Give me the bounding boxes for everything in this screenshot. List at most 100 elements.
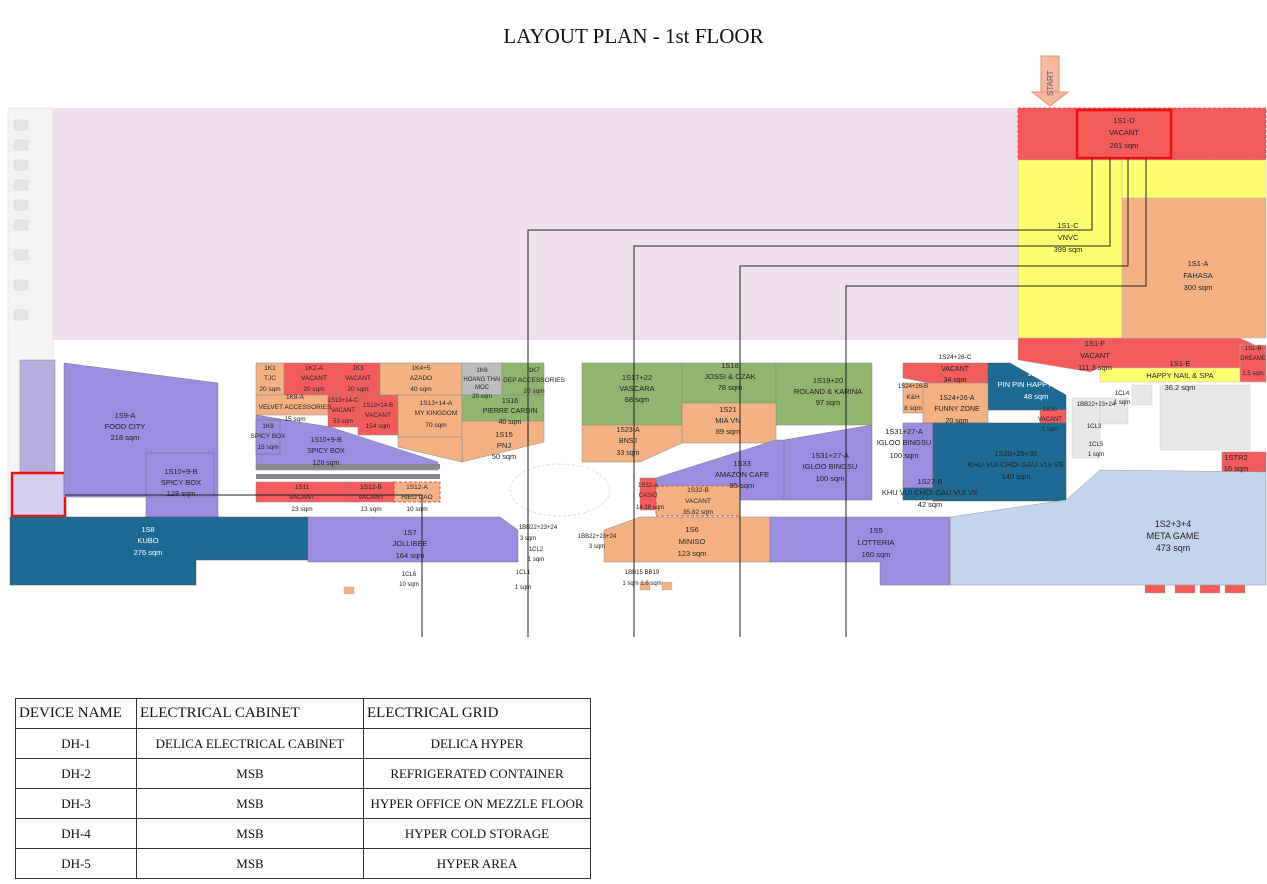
code-1s24-26-b: 1S24+26-B: [898, 384, 928, 390]
unit-1s1-yellow-right: [1121, 159, 1267, 199]
code-1s6: 1S6: [685, 525, 698, 534]
unit-1s13-14-c: [327, 394, 359, 428]
name-1s1-f: VACANT: [1080, 351, 1110, 360]
area-1s1-a: 300 sqm: [1184, 283, 1213, 292]
unit-1k2-a: [283, 362, 337, 396]
name-1s5: LOTTERIA: [858, 538, 895, 547]
label-1bb22-a: 1BB22+23+24: [519, 525, 558, 531]
label-1bb15-area: 1 sqm 1.6 sqm: [622, 581, 661, 587]
label-1cl3: 1CL3: [1087, 424, 1102, 430]
name-1s1-d: VACANT: [1109, 128, 1139, 137]
area-1s8: 276 sqm: [134, 548, 163, 557]
unit-1s1-b: [1239, 344, 1267, 383]
area-1s18: 78 sqm: [718, 383, 743, 392]
code-1k6: 1K6: [476, 367, 488, 374]
unit-1s16: [461, 394, 545, 422]
name-1s9-a: FOOD CITY: [105, 422, 146, 431]
code-1s12-a: 1S12-A: [406, 484, 428, 491]
name-1s16: PIERRE CARDIN: [483, 408, 538, 415]
device-table: DEVICE NAME ELECTRICAL CABINET ELECTRICA…: [15, 698, 591, 879]
cell-cabinet: MSB: [136, 788, 364, 819]
area-1s19-20: 97 sqm: [816, 398, 841, 407]
name-1s32-b: VACANT: [685, 498, 711, 505]
name-1s1-b: DREAME: [1240, 356, 1266, 362]
atrium-void: [509, 463, 611, 517]
label-1bb22-b: 1BB22+23+24: [578, 534, 617, 540]
cable-dh-4: [845, 158, 1147, 637]
code-1s23-a: 1S23-A: [616, 427, 640, 434]
code-1s16: 1S16: [502, 398, 518, 405]
name-1s21: MIA VN: [715, 416, 740, 425]
name-1k2-a: VACANT: [301, 375, 327, 382]
name-1s17-22: VASCARA: [619, 384, 654, 393]
start-label: START: [1046, 70, 1055, 96]
dh-5-location: [10, 471, 67, 518]
label-1cl5: 1CL5: [1089, 442, 1104, 448]
area-1k2-a: 20 sqm: [303, 386, 324, 393]
name-1s2-3-4: META GAME: [1147, 531, 1200, 541]
label-1bb15: 1BB15 BB19: [625, 570, 660, 576]
cell-grid: REFRIGERATED CONTAINER: [363, 758, 591, 789]
cable-dh-5: [65, 494, 423, 637]
label-1cl5-area: 1 sqm: [1088, 452, 1104, 458]
unit-1s5: [769, 516, 951, 586]
cable-dh-2: [633, 158, 1111, 637]
code-1s1-f: 1S1-F: [1085, 339, 1106, 348]
cable-dh-1: [527, 158, 1093, 637]
code-1s10-9-b: 1S10+9-B: [310, 437, 342, 444]
code-1s24-26-a: 1S24+26-A: [939, 395, 975, 402]
name-1s24-26-c: VACANT: [941, 366, 970, 373]
area-1s1-b: 1.5 sqm: [1242, 371, 1263, 377]
name-1k3: VACANT: [345, 375, 371, 382]
name-1k6: HOANG THAI: [463, 377, 501, 383]
cell-device: DH-4: [15, 818, 137, 849]
name-1s28-29-30: KHU VUI CHOI GAU VUI VE: [968, 460, 1064, 469]
code-1s33: 1S33: [733, 459, 751, 468]
code-1s13-14-b: 1S13+14-B: [363, 403, 393, 409]
unit-1s13-14-a: [397, 394, 463, 438]
cell-device: DH-3: [15, 788, 137, 819]
code-1s5: 1S5: [869, 526, 882, 535]
name-1s18: JOSSI & OZAK: [704, 372, 755, 381]
area-1s1-e: 36.2 sqm: [1165, 383, 1196, 392]
code-1k10: 1K10: [1043, 407, 1058, 413]
name-1s31-27-a: IGLOO BINGSU: [803, 462, 858, 471]
cell-grid: HYPER OFFICE ON MEZZLE FLOOR: [363, 788, 591, 819]
name-1k9: SPICY BOX: [251, 433, 287, 440]
label-1cl4-area: 1 sqm: [1114, 400, 1130, 406]
name-1s1-c: VNVC: [1058, 233, 1079, 242]
code-1s12-b: 1S12-B: [360, 484, 382, 491]
code-1s1-a: 1S1-A: [1188, 259, 1209, 268]
name-1s10-9-b: SPICY BOX: [307, 448, 345, 455]
header-electrical-grid: ELECTRICAL GRID: [363, 698, 591, 729]
floor-plan: START: [7, 55, 1267, 637]
name-1k10: VACANT: [1038, 417, 1062, 423]
name-1k1: TJC: [264, 375, 276, 382]
cell-grid: DELICA HYPER: [363, 728, 591, 759]
cell-cabinet: MSB: [136, 818, 364, 849]
area-1s7: 164 sqm: [396, 551, 425, 560]
supermarket-zone: [8, 108, 1018, 340]
area-1k6: 20 sqm: [472, 394, 492, 400]
code-1s27-b: 1S27-B: [917, 477, 942, 486]
name-1s23-a: BNSJ: [619, 438, 637, 445]
table-row: DH-3 MSB HYPER OFFICE ON MEZZLE FLOOR: [15, 788, 591, 819]
cell-device: DH-2: [15, 758, 137, 789]
cell-grid: HYPER AREA: [363, 848, 591, 879]
name-1s6: MINISO: [679, 537, 706, 546]
name-1s27-b: KHU VUI CHOI GAU VUI VE: [882, 488, 978, 497]
name-1s1-e: HAPPY NAIL & SPA: [1146, 371, 1213, 380]
label-1cl2-area: 1 sqm: [528, 557, 544, 563]
table-row: DH-4 MSB HYPER COLD STORAGE: [15, 818, 591, 849]
area-1s2-3-4: 473 sqm: [1156, 543, 1191, 553]
code-1s10-9-b-left: 1S10+9-B: [164, 467, 198, 476]
unit-1k7: [501, 362, 545, 396]
code-1s9-a: 1S9-A: [115, 411, 136, 420]
code-1s7: 1S7: [403, 528, 416, 537]
area-1s24-26-c: 34 sqm: [944, 377, 967, 384]
area-1s24-26-b: 8 sqm: [904, 405, 922, 412]
area-1s25: 48 sqm: [1024, 392, 1049, 401]
cell-grid: HYPER COLD STORAGE: [363, 818, 591, 849]
unit-1s18: [681, 362, 777, 404]
area-1k7: 20 sqm: [523, 388, 544, 395]
